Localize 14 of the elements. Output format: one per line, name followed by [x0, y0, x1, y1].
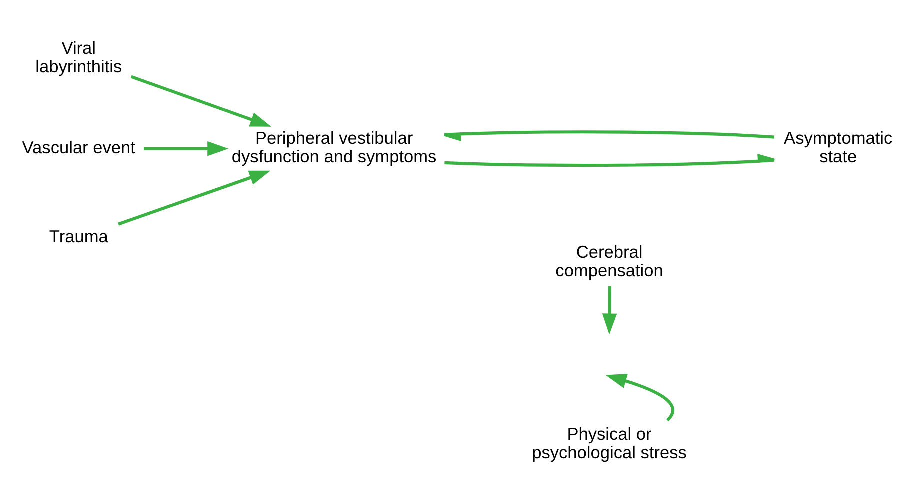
node-text: Trauma — [48, 226, 108, 246]
node-text: Physical or psychological stress — [532, 423, 686, 462]
node-text: Viral labyrinthitis — [35, 37, 122, 76]
node-text: Cerebral compensation — [555, 241, 663, 280]
arrow — [143, 140, 228, 156]
arrow — [602, 286, 617, 334]
node-text: Asymptomatic state — [784, 128, 892, 166]
arrow — [118, 170, 270, 226]
arrow — [442, 130, 774, 142]
arrow — [605, 374, 674, 422]
node-text: Peripheral vestibular dysfunction and symptoms — [231, 128, 436, 166]
node-text: Vascular event — [22, 136, 135, 157]
arrow — [444, 154, 776, 167]
arrow — [130, 74, 271, 126]
